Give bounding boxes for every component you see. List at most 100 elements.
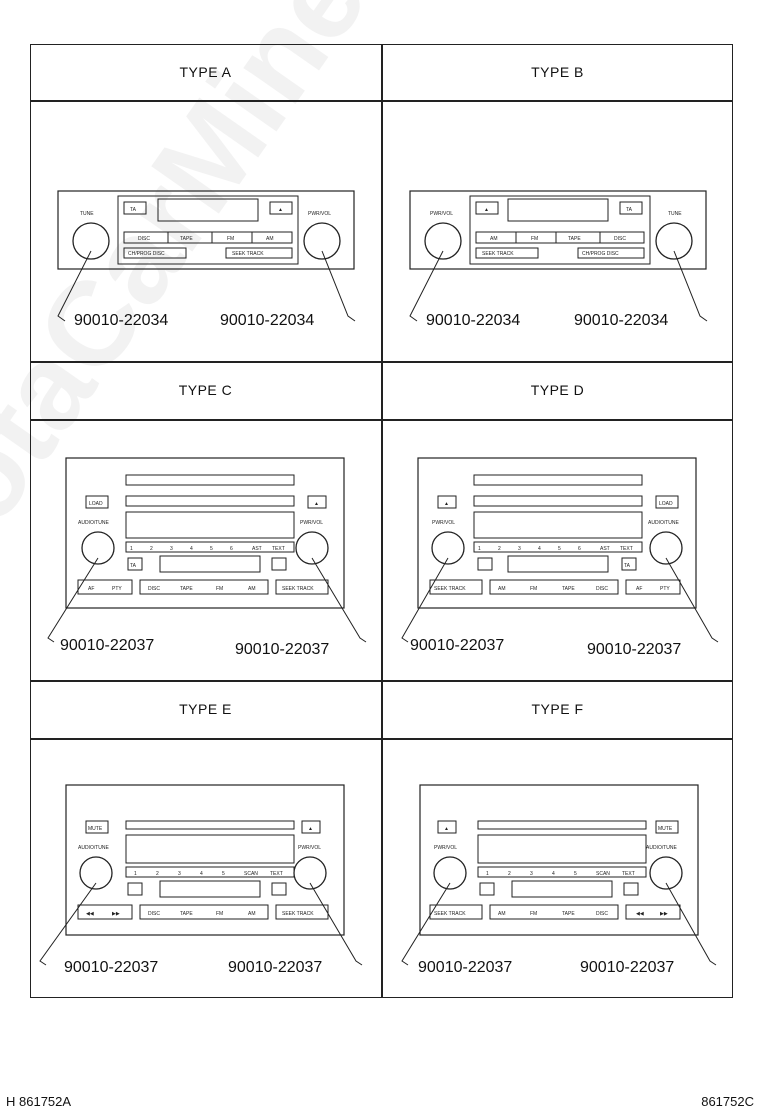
type-e-panel: MUTE ▲ 1 2 3 4 5 SCAN TEXT ◀◀ ▶▶: [30, 739, 381, 998]
preset-label: SCAN: [244, 871, 258, 877]
mode-button-label: FM: [216, 911, 223, 917]
pty-label: PTY: [112, 586, 122, 592]
left-part-code: 90010-22037: [418, 959, 512, 976]
mode-button-label: FM: [530, 586, 537, 592]
left-knob: [431, 531, 465, 565]
preset-label: 2: [508, 871, 511, 877]
mode-button-label: DISC: [596, 586, 608, 592]
radio-faceplate: [65, 457, 345, 609]
leader-line: [39, 882, 97, 966]
preset-label: 1: [134, 871, 137, 877]
mode-button-label: DISC: [148, 586, 160, 592]
cassette-slot: [511, 880, 613, 898]
af-label: AF: [88, 586, 94, 592]
left-part-code: 90010-22034: [74, 312, 168, 329]
eject-icon: ▲: [314, 501, 319, 507]
left-part-code: 90010-22037: [60, 637, 154, 654]
mode-button-label: AM: [248, 911, 256, 917]
fast-forward-button: [623, 882, 639, 896]
load-button: [85, 495, 109, 509]
disc-slot: [125, 474, 295, 486]
seek-left-bar: [475, 247, 539, 259]
leader-line: [309, 882, 363, 966]
right-knob: [649, 531, 683, 565]
seek-label: SEEK TRACK: [282, 586, 314, 592]
preset-label: 3: [518, 546, 521, 552]
tape-eject-button: [271, 557, 287, 571]
left-part-code: 90010-22037: [410, 637, 504, 654]
preset-label: TEXT: [270, 871, 283, 877]
preset-label: 4: [552, 871, 555, 877]
mode-buttons: DISC TAPE FM AM: [123, 231, 293, 244]
mute-button: [655, 820, 679, 834]
eject-icon: ▲: [484, 207, 489, 213]
mode-button-label: AM: [498, 586, 506, 592]
type-e-label: TYPE E: [179, 701, 232, 717]
display-window: [125, 834, 295, 864]
cd-slot: [473, 495, 643, 507]
mute-label: MUTE: [88, 826, 103, 832]
mute-label: MUTE: [658, 826, 673, 832]
mode-button-label: TAPE: [562, 911, 575, 917]
right-part-code: 90010-22037: [235, 641, 329, 658]
preset-label: 6: [230, 546, 233, 552]
af-label: AF: [636, 586, 642, 592]
left-knob: [79, 856, 113, 890]
mode-button-label: AM: [498, 911, 506, 917]
ta-button: [619, 201, 643, 215]
leader-line: [311, 557, 367, 643]
type-d-label: TYPE D: [530, 382, 585, 398]
display-window: [473, 511, 643, 539]
eject-button: [269, 201, 293, 215]
type-d-panel: ▲ LOAD 1 2 3 4 5 6 AST TEXT TA SEEK: [382, 420, 733, 680]
mode-button-label: TAPE: [180, 236, 193, 242]
preset-label: 5: [574, 871, 577, 877]
leader-line: [665, 882, 717, 966]
footer-right-code: 861752C: [701, 1094, 754, 1109]
right-knob: [295, 531, 329, 565]
row-divider: [30, 419, 733, 421]
mode-button-label: FM: [227, 236, 234, 242]
ta-button: [123, 201, 147, 215]
type-a-label: TYPE A: [179, 64, 232, 80]
left-knob: [81, 531, 115, 565]
mode-button-label: TAPE: [562, 586, 575, 592]
row-divider: [30, 738, 733, 740]
preset-label: TEXT: [620, 546, 633, 552]
right-knob-label: AUDIO/TUNE: [646, 845, 678, 851]
seek-right-label: SEEK TRACK: [232, 251, 264, 257]
eject-icon: ▲: [444, 501, 449, 507]
left-knob: [72, 222, 110, 260]
cd-slot: [125, 495, 295, 507]
load-label: LOAD: [89, 501, 103, 507]
preset-label: 5: [558, 546, 561, 552]
seek-left-bar: [123, 247, 187, 259]
type-c-panel: LOAD ▲ 1 2 3 4 5 6 AST TEXT TA AF: [30, 420, 381, 680]
mute-button: [85, 820, 109, 834]
cassette-slot: [507, 555, 609, 573]
mode-button-label: AM: [490, 236, 498, 242]
type-b-panel: ▲ TA AM FM TAPE DISC SEEK TRACK CH/PROG …: [382, 101, 733, 361]
radio-faceplate: [409, 190, 707, 270]
tape-eject-button: [479, 882, 495, 896]
display-window: [477, 834, 647, 864]
ta-label: TA: [624, 563, 631, 569]
right-knob-label: TUNE: [668, 211, 682, 217]
radio-faceplate: [419, 784, 699, 936]
preset-label: SCAN: [596, 871, 610, 877]
mode-button-label: FM: [531, 236, 538, 242]
ta-label: TA: [626, 207, 633, 213]
mode-button-label: DISC: [596, 911, 608, 917]
seek-label: SEEK TRACK: [434, 911, 466, 917]
preset-label: 6: [578, 546, 581, 552]
right-knob-label: PWR/VOL: [308, 211, 331, 217]
preset-label: 2: [498, 546, 501, 552]
leader-line: [57, 250, 92, 322]
preset-label: 5: [210, 546, 213, 552]
seek-left-label: SEEK TRACK: [482, 251, 514, 257]
right-knob: [649, 856, 683, 890]
rewind-icon: ◀◀: [86, 911, 94, 917]
ta-label: TA: [130, 563, 137, 569]
preset-buttons: 1 2 3 4 5 SCAN TEXT: [477, 866, 647, 878]
ta-button: [621, 557, 637, 571]
